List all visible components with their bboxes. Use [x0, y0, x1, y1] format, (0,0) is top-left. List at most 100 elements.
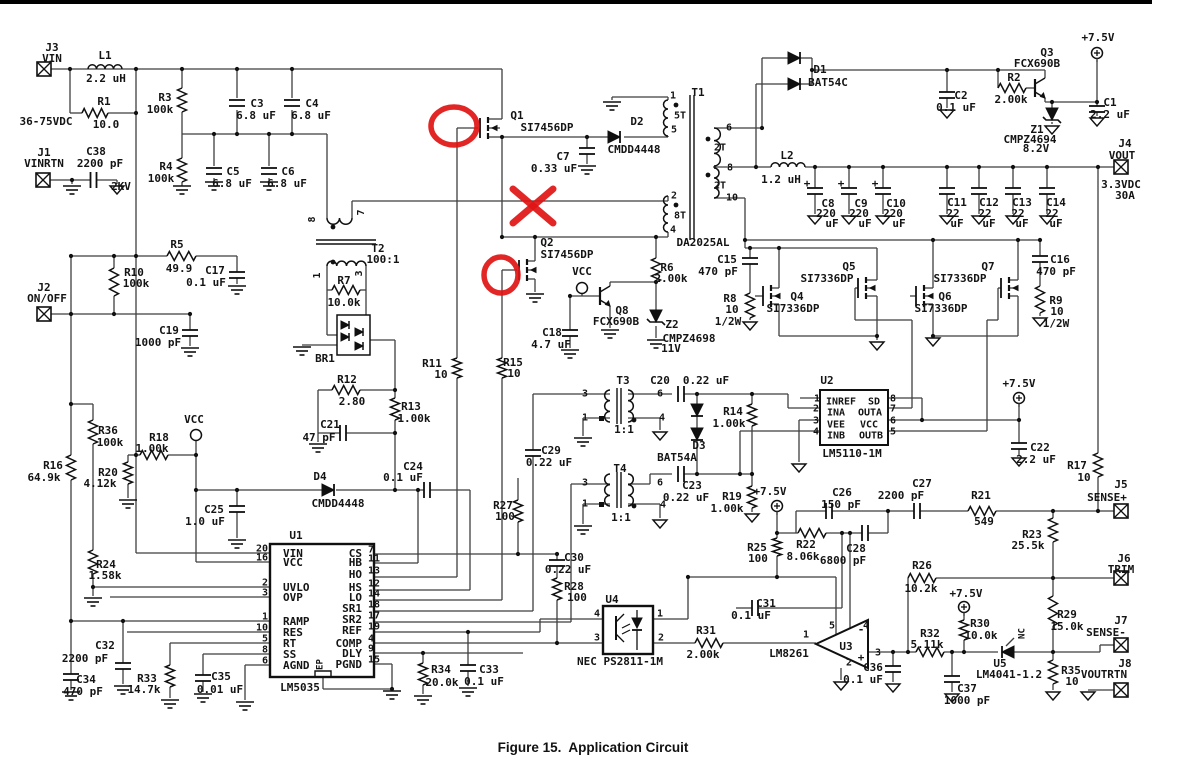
winding-symbol [662, 195, 669, 233]
component-label: C16 [1050, 252, 1070, 266]
component-label: 3 [581, 477, 589, 489]
resistor-symbol [121, 461, 135, 485]
component-label: 8 [889, 393, 897, 405]
component-label: C18 [542, 325, 562, 339]
component-label: NEC PS2811-1M [576, 654, 664, 668]
junction-dot [289, 131, 295, 137]
component-label: LM5110-1M [822, 446, 882, 460]
ground-arrow-icon [970, 215, 988, 226]
inductor-symbol [87, 64, 123, 70]
component-label: C21 [320, 417, 340, 431]
component-label: BAT54A [657, 450, 697, 464]
phase-dot [631, 417, 637, 423]
component-label: Q2 [540, 235, 554, 249]
component-label: 2 [261, 577, 268, 589]
junction-dot [193, 452, 199, 458]
resistor-symbol [1033, 285, 1047, 314]
component-label: FCX690B [1013, 56, 1061, 70]
component-label: 100 [748, 551, 768, 565]
mosfet-symbol [1011, 284, 1019, 292]
bridge-br1-box [336, 314, 371, 356]
component-label: 5T [673, 110, 687, 122]
component-label: C19 [159, 323, 179, 337]
component-label: 1.00k [710, 501, 744, 515]
junction-dot [1037, 237, 1043, 243]
ic-optocoupler-box [601, 604, 655, 656]
component-label: R8 [723, 291, 737, 305]
component-label: 10 [725, 302, 739, 316]
component-label: 15 [368, 654, 381, 666]
component-label: +7.5V [949, 586, 983, 600]
component-label: LM5035 [280, 680, 320, 694]
component-label: 15.0k [1050, 619, 1084, 633]
page-top-rule [0, 0, 1152, 4]
component-label: R2 [1007, 70, 1021, 84]
junction-dot [776, 245, 782, 251]
component-label: SI7336DP [914, 301, 968, 315]
component-label: R32 [920, 626, 940, 640]
winding-symbol [603, 389, 611, 423]
component-label: 2.2 uH [86, 71, 126, 85]
component-label: 220 [849, 206, 869, 220]
component-label: 8.06k [786, 549, 820, 563]
bjt-symbol [604, 299, 611, 307]
component-label: 47 pF [302, 430, 336, 444]
opto-transistor-symbol [615, 613, 625, 623]
component-label: 0.1 uF [936, 100, 976, 114]
component-label: C27 [912, 476, 932, 490]
component-label: 6800 pF [819, 553, 867, 567]
ic-lm5035-box [268, 542, 376, 679]
junction-dot [193, 487, 199, 493]
component-label: 220 [883, 206, 903, 220]
component-label: C3 [250, 96, 264, 110]
component-label: 1/2W [1042, 316, 1070, 330]
component-label: 549 [974, 514, 994, 528]
component-label: R10 [124, 265, 144, 279]
junction-dot [742, 237, 748, 243]
component-label: TRIM [1107, 562, 1135, 576]
component-label: OUTA [857, 407, 883, 419]
zener-symbol [646, 318, 666, 326]
component-label: L1 [98, 48, 112, 62]
resistor-symbol [163, 664, 177, 688]
resistor-symbol [175, 157, 189, 183]
component-label: CMDD4448 [607, 142, 661, 156]
component-label: Q7 [981, 259, 995, 273]
component-label: 2.2 uF [1016, 452, 1056, 466]
component-label: 10 [725, 192, 739, 204]
component-label: HB [348, 555, 362, 569]
component-label: R27 [493, 498, 513, 512]
mosfet-symbol [868, 284, 876, 292]
component-label: C5 [226, 164, 240, 178]
component-label: C15 [717, 252, 737, 266]
component-label: BAT54C [808, 75, 848, 89]
component-label: CS [348, 546, 362, 560]
diode-symbol [321, 483, 336, 497]
component-label: R26 [912, 558, 932, 572]
phase-dot [631, 503, 637, 509]
component-label: 100k [122, 276, 150, 290]
component-label: 470 pF [63, 684, 103, 698]
component-label: C13 [1012, 195, 1032, 209]
component-label: 3 [261, 587, 268, 599]
junction-dot [759, 125, 765, 131]
component-label: R33 [137, 671, 157, 685]
component-label: 2.00k [654, 271, 688, 285]
mosfet-symbol [773, 292, 781, 300]
component-label: + [837, 176, 845, 190]
junction-dot [747, 245, 753, 251]
component-label: Z2 [665, 317, 679, 331]
ground-arrow-icon [868, 341, 886, 352]
component-label: 4 [593, 608, 601, 620]
winding-symbol [713, 127, 722, 167]
component-label: SENSE- [1086, 625, 1126, 639]
resistor-symbol [1091, 452, 1105, 478]
resistor-symbol [907, 571, 937, 585]
connector-icon [36, 306, 52, 322]
junction-dot [1095, 164, 1101, 170]
resistor-symbol [1046, 595, 1060, 627]
component-label: PGND [335, 657, 363, 671]
component-label: 1 [802, 629, 810, 641]
junction-dot [179, 66, 185, 72]
component-label: Q3 [1040, 45, 1054, 59]
